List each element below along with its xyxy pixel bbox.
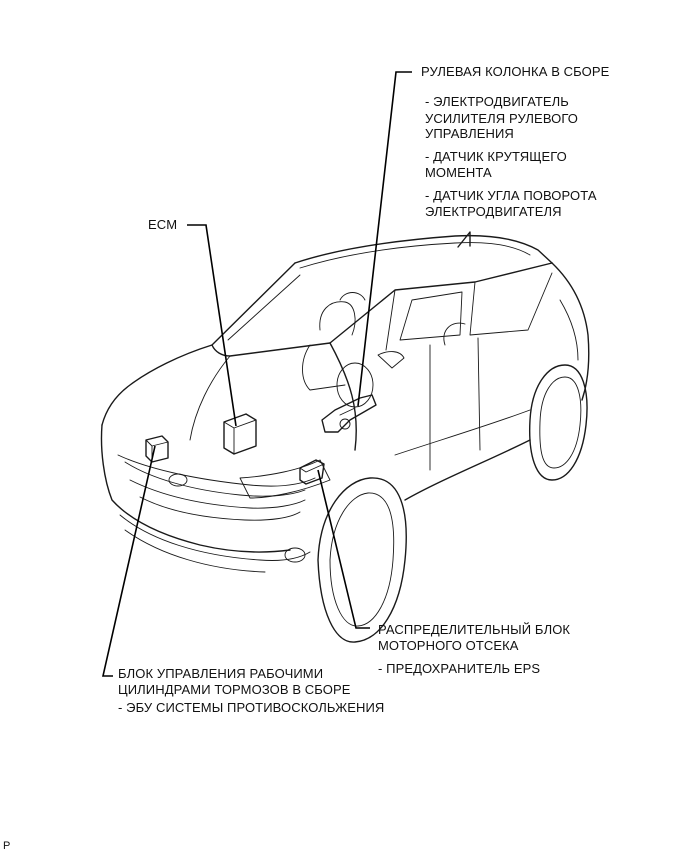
steering-column-leader	[357, 71, 412, 407]
figure-code: P	[3, 840, 11, 852]
steering-item-7: ЭЛЕКТРОДВИГАТЕЛЯ	[425, 204, 562, 219]
steering-item-3: УПРАВЛЕНИЯ	[425, 126, 514, 141]
steering-item-1: - ЭЛЕКТРОДВИГАТЕЛЬ	[425, 94, 569, 109]
brake-actuator-leader	[101, 445, 156, 677]
engine-junction-block-component	[299, 459, 325, 485]
steering-item-6: - ДАТЧИК УГЛА ПОВОРОТА	[425, 188, 597, 203]
junction-block-label-line-2: МОТОРНОГО ОТСЕКА	[378, 638, 519, 653]
steering-column-component	[321, 394, 377, 433]
junction-block-leader	[317, 469, 370, 629]
ecm-label: ECM	[148, 217, 178, 232]
steering-column-label: РУЛЕВАЯ КОЛОНКА В СБОРЕ	[421, 64, 610, 79]
ecm-component	[223, 413, 257, 455]
brake-actuator-item: - ЭБУ СИСТЕМЫ ПРОТИВОСКОЛЬЖЕНИЯ	[118, 700, 385, 715]
steering-item-5: МОМЕНТА	[425, 165, 492, 180]
steering-item-4: - ДАТЧИК КРУТЯЩЕГО	[425, 149, 567, 164]
brake-actuator-label-line-1: БЛОК УПРАВЛЕНИЯ РАБОЧИМИ	[118, 666, 324, 681]
ecm-leader	[187, 224, 237, 427]
junction-block-item: - ПРЕДОХРАНИТЕЛЬ EPS	[378, 661, 541, 676]
junction-block-label-line-1: РАСПРЕДЕЛИТЕЛЬНЫЙ БЛОК	[378, 622, 571, 637]
car-illustration	[100, 231, 590, 643]
brake-actuator-component	[145, 435, 169, 463]
steering-item-2: УСИЛИТЕЛЯ РУЛЕВОГО	[425, 111, 578, 126]
brake-actuator-label-line-2: ЦИЛИНДРАМИ ТОРМОЗОВ В СБОРЕ	[118, 682, 351, 697]
